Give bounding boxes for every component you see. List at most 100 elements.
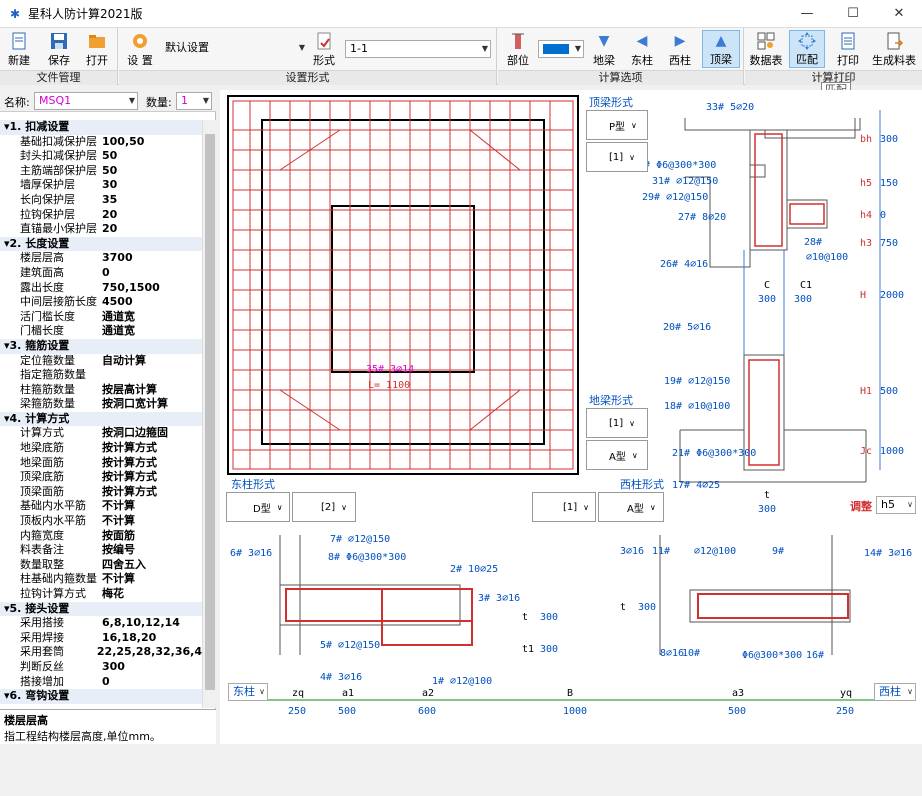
property-value[interactable]: 6,8,10,12,14 xyxy=(102,616,180,630)
property-value[interactable]: 16,18,20 xyxy=(102,630,157,644)
property-value[interactable]: 30 xyxy=(102,178,118,192)
save-button[interactable]: 保存 xyxy=(44,30,74,68)
west-col-button[interactable]: ▶ 西柱 xyxy=(664,30,696,68)
property-row[interactable]: 柱箍筋数量按层高计算 xyxy=(0,383,202,398)
property-value[interactable]: 50 xyxy=(102,163,118,177)
gen-material-button[interactable]: 生成料表 xyxy=(869,30,919,68)
property-value[interactable]: 按洞口边箍固 xyxy=(102,426,168,440)
preset-select[interactable]: 默认设置▼ xyxy=(165,41,305,54)
print-button[interactable]: 打印 xyxy=(833,30,863,68)
property-section[interactable]: ▾ 1. 扣减设置 xyxy=(0,120,202,135)
ground-beam-button[interactable]: ▼ 地梁 xyxy=(588,30,620,68)
match-button[interactable]: 匹配 xyxy=(789,30,825,68)
top-beam-button[interactable]: ▲ 顶梁 xyxy=(702,30,740,68)
property-value[interactable]: 梅花 xyxy=(102,587,124,600)
property-value[interactable]: 50 xyxy=(102,149,118,163)
section-toggle-icon[interactable]: ▾ xyxy=(4,601,10,615)
property-section[interactable]: ▾ 6. 弯钩设置 xyxy=(0,689,202,704)
property-value[interactable]: 按计算方式 xyxy=(102,470,157,484)
scroll-thumb[interactable] xyxy=(205,134,215,690)
section-toggle-icon[interactable]: ▾ xyxy=(4,236,10,250)
west-col-type-select[interactable]: A型∨ xyxy=(598,492,664,522)
section-toggle-icon[interactable]: ▾ xyxy=(4,689,10,703)
east-col-type-select[interactable]: D型∨ xyxy=(226,492,290,522)
form-value-select[interactable]: 1-1▼ xyxy=(345,40,491,58)
property-row[interactable]: 顶板内水平筋不计算 xyxy=(0,514,202,529)
east-select[interactable]: 东柱∨ xyxy=(228,683,268,701)
property-value[interactable]: 通道宽 xyxy=(102,309,135,323)
adjust-select[interactable]: h5∨ xyxy=(876,496,916,514)
property-section[interactable]: ▾ 5. 接头设置 xyxy=(0,601,202,617)
top-beam-type-select[interactable]: P型∨ xyxy=(586,110,648,140)
count-select[interactable]: 1▼ xyxy=(176,92,212,110)
property-row[interactable]: 地梁底筋按计算方式 xyxy=(0,441,202,456)
east-col-sub-select[interactable]: [2]∨ xyxy=(292,492,356,522)
property-row[interactable]: 柱基础内箍数量不计算 xyxy=(0,572,202,587)
property-value[interactable]: 22,25,28,32,36,4 xyxy=(96,645,202,659)
top-beam-sub-select[interactable]: [1]∨ xyxy=(586,142,648,172)
property-row[interactable]: 数量取整四舍五入 xyxy=(0,558,202,573)
new-button[interactable]: 新建 xyxy=(4,30,34,68)
property-value[interactable]: 按编号 xyxy=(102,543,135,557)
ground-beam-type-select[interactable]: A型∨ xyxy=(586,440,648,470)
property-value[interactable]: 100,50 xyxy=(102,134,145,148)
property-value[interactable]: 4500 xyxy=(102,295,133,309)
property-row[interactable]: 拉钩计算方式梅花 xyxy=(0,587,202,602)
data-table-button[interactable]: 数据表 xyxy=(747,30,785,68)
property-value[interactable]: 0 xyxy=(102,265,110,279)
property-row[interactable]: 基础内水平筋不计算 xyxy=(0,499,202,514)
property-value[interactable]: 自动计算 xyxy=(102,353,146,367)
property-value[interactable]: 按层高计算 xyxy=(102,382,157,396)
position-button[interactable]: 部位 xyxy=(504,30,532,68)
property-row[interactable]: 定位箍数量自动计算 xyxy=(0,354,202,369)
property-value[interactable]: 20 xyxy=(102,222,118,236)
property-row[interactable]: 料表备注按编号 xyxy=(0,543,202,558)
property-value[interactable]: 20 xyxy=(102,207,118,221)
open-button[interactable]: 打开 xyxy=(82,30,112,68)
property-scrollbar[interactable] xyxy=(202,120,216,708)
property-value[interactable]: 通道宽 xyxy=(102,324,135,338)
property-value[interactable]: 按面筋 xyxy=(102,528,135,542)
close-button[interactable]: ✕ xyxy=(893,6,905,21)
property-row[interactable]: 指定箍筋数量 xyxy=(0,368,202,383)
property-value[interactable]: 35 xyxy=(102,192,118,206)
property-row[interactable]: 地梁面筋按计算方式 xyxy=(0,456,202,471)
east-col-button[interactable]: ◀ 东柱 xyxy=(626,30,658,68)
property-section[interactable]: ▾ 3. 箍筋设置 xyxy=(0,338,202,354)
settings-button[interactable]: 设 置 xyxy=(123,30,157,68)
name-select[interactable]: MSQ1▼ xyxy=(34,92,138,110)
property-value[interactable] xyxy=(100,368,202,383)
property-section[interactable]: ▾ 4. 计算方式 xyxy=(0,411,202,427)
property-row[interactable]: 梁箍筋数量按洞口宽计算 xyxy=(0,397,202,412)
property-row[interactable]: 活门槛长度通道宽 xyxy=(0,310,202,325)
section-toggle-icon[interactable]: ▾ xyxy=(4,411,10,425)
property-value[interactable]: 不计算 xyxy=(102,499,135,513)
property-value[interactable]: 3700 xyxy=(102,251,133,265)
property-value[interactable]: 按计算方式 xyxy=(102,441,157,455)
property-value[interactable]: 按计算方式 xyxy=(102,484,157,498)
west-select[interactable]: 西柱∨ xyxy=(874,683,916,701)
property-row[interactable]: 内箍宽度按面筋 xyxy=(0,529,202,544)
property-value[interactable]: 不计算 xyxy=(102,572,135,586)
maximize-button[interactable]: ☐ xyxy=(847,6,859,21)
property-value[interactable]: 750,1500 xyxy=(102,280,160,294)
section-toggle-icon[interactable]: ▾ xyxy=(4,120,10,133)
property-row[interactable]: 门楣长度通道宽 xyxy=(0,324,202,339)
property-value[interactable]: 按计算方式 xyxy=(102,455,157,469)
ground-beam-sub-select[interactable]: [1]∨ xyxy=(586,408,648,438)
